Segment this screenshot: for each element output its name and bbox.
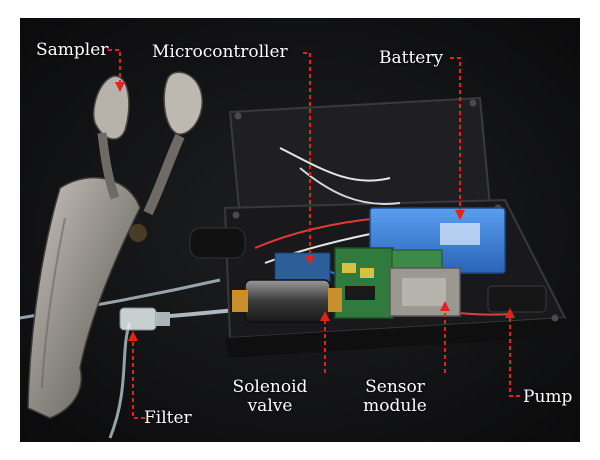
label-battery: Battery [379,48,444,68]
device-photo [20,18,580,442]
label-sensor-line2: module [363,396,427,416]
microcontroller [274,252,331,284]
arrow-microcontroller [303,52,315,265]
label-sensor-module: Sensor module [356,378,434,416]
label-solenoid-valve: Solenoid valve [228,378,312,416]
label-filter: Filter [144,408,192,428]
label-sampler: Sampler [36,40,109,60]
filter [119,307,170,331]
tubing [108,322,132,439]
label-solenoid-line2: valve [247,396,293,416]
label-microcontroller: Microcontroller [152,42,288,62]
label-sensor-line1: Sensor [365,377,425,397]
pump [487,285,547,313]
annotation-arrows [108,49,520,419]
solenoid-valve [232,279,342,323]
circuit-board [334,247,443,319]
arrow-battery [450,57,465,220]
arrow-filter [128,331,145,419]
arrow-pump [505,308,520,397]
arrow-sampler [108,49,125,92]
label-solenoid-line1: Solenoid [232,377,308,397]
label-pump: Pump [523,387,573,407]
connector [189,227,246,259]
sensor-module [389,267,461,317]
